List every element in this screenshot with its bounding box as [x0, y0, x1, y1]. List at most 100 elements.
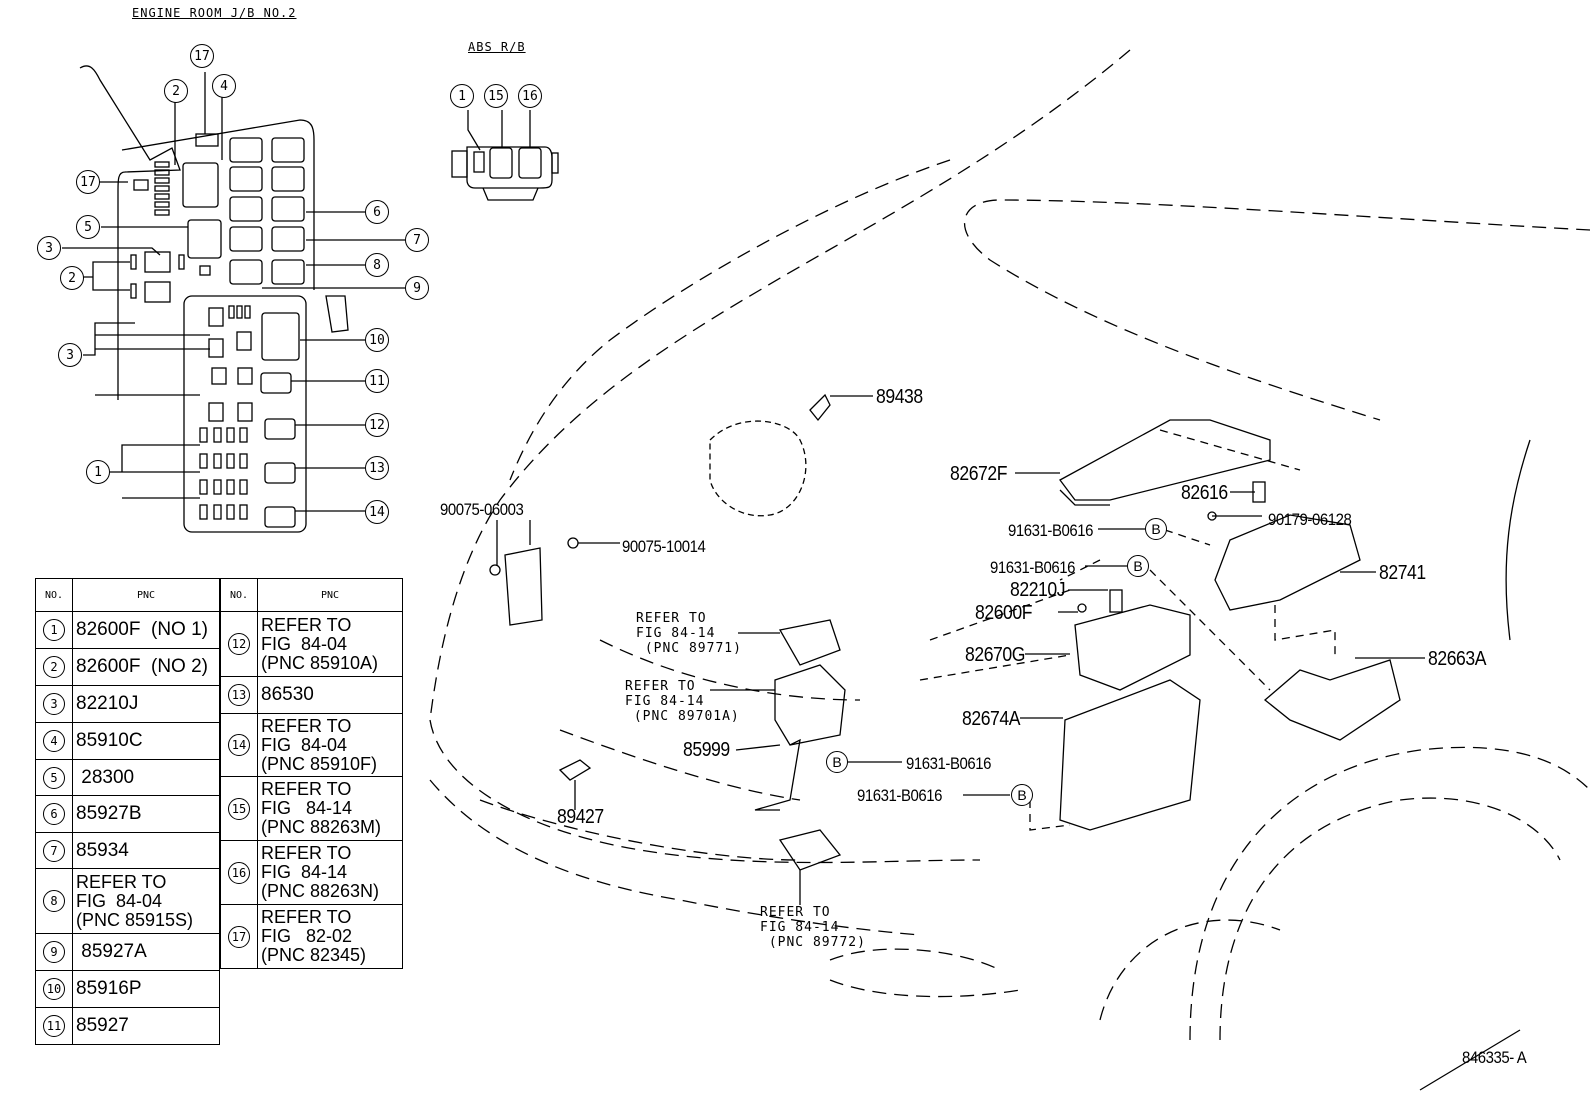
- callout-9[interactable]: 9: [405, 276, 429, 300]
- callout-10[interactable]: 10: [365, 328, 389, 352]
- callout-3-mid[interactable]: 3: [58, 343, 82, 367]
- pnc-cell[interactable]: REFER TO FIG 84-04 (PNC 85910A): [257, 611, 403, 677]
- pnc-value: REFER TO FIG 84-14 (PNC 88263M): [261, 779, 382, 837]
- part-label-91631-b0616-d[interactable]: 91631-B0616: [857, 786, 943, 805]
- callout-6[interactable]: 6: [365, 200, 389, 224]
- table-row: 11 85927: [35, 1007, 220, 1045]
- row-number-callout: 15: [228, 797, 250, 820]
- part-label-89438[interactable]: 89438: [876, 386, 923, 408]
- part-label-90075-06003[interactable]: 90075-06003: [440, 500, 524, 519]
- part-label-82600F[interactable]: 82600F: [975, 602, 1033, 624]
- pnc-cell[interactable]: 82210J: [72, 685, 220, 723]
- callout-1[interactable]: 1: [86, 460, 110, 484]
- callout-14[interactable]: 14: [365, 500, 389, 524]
- bolt-marker-b: B: [1011, 784, 1033, 806]
- pnc-cell[interactable]: REFER TO FIG 84-04 (PNC 85915S): [72, 868, 220, 934]
- part-label-85999[interactable]: 85999: [683, 739, 730, 761]
- row-number-callout: 6: [43, 803, 65, 825]
- callout-11[interactable]: 11: [365, 369, 389, 393]
- row-number-callout: 2: [43, 656, 65, 678]
- small-fuses: [130, 161, 251, 520]
- pnc-cell[interactable]: 85916P: [72, 970, 220, 1008]
- row-number-callout: 5: [43, 766, 65, 789]
- callout-2-left[interactable]: 2: [60, 266, 84, 290]
- row-number-cell: 11: [35, 1007, 73, 1045]
- row-number-cell: 15: [220, 776, 258, 841]
- callout-8[interactable]: 8: [365, 253, 389, 277]
- abs-callout-15[interactable]: 15: [484, 84, 508, 108]
- pnc-cell[interactable]: 85934: [72, 832, 220, 869]
- pnc-cell[interactable]: 86530: [257, 676, 403, 714]
- table-row: 9 85927A: [35, 933, 220, 971]
- column-header-no: NO.: [35, 578, 73, 612]
- pnc-value: 82600F (NO 2): [76, 656, 208, 677]
- row-number-cell: 12: [220, 611, 258, 677]
- refer-label-89771[interactable]: REFER TO FIG 84-14 (PNC 89771): [636, 611, 742, 656]
- callout-7[interactable]: 7: [405, 228, 429, 252]
- row-number-cell: 8: [35, 868, 73, 934]
- part-label-82674A[interactable]: 82674A: [962, 708, 1021, 730]
- pnc-cell[interactable]: 82600F (NO 1): [72, 611, 220, 649]
- pnc-cell[interactable]: REFER TO FIG 82-02 (PNC 82345): [257, 904, 403, 969]
- components-drawing: [489, 393, 1401, 871]
- callout-5[interactable]: 5: [76, 215, 100, 239]
- part-label-82670G[interactable]: 82670G: [965, 644, 1025, 666]
- bolt-marker-b: B: [1145, 518, 1167, 540]
- refer-label-89701a[interactable]: REFER TO FIG 84-14 (PNC 89701A): [625, 679, 740, 724]
- row-number-callout: 4: [43, 730, 65, 752]
- part-label-82741[interactable]: 82741: [1379, 562, 1426, 584]
- row-number-callout: 3: [43, 693, 65, 715]
- callout-4[interactable]: 4: [212, 74, 236, 98]
- pnc-cell[interactable]: 28300: [72, 759, 220, 796]
- pnc-cell[interactable]: 85910C: [72, 722, 220, 760]
- part-label-82210J[interactable]: 82210J: [1010, 579, 1066, 601]
- pnc-cell[interactable]: REFER TO FIG 84-14 (PNC 88263M): [257, 776, 403, 841]
- abs-relay-block-drawing: [451, 110, 559, 201]
- row-number-cell: 3: [35, 685, 73, 723]
- table-row: 3 82210J: [35, 685, 220, 723]
- pnc-cell[interactable]: 85927B: [72, 795, 220, 833]
- column-header-no: NO.: [220, 578, 258, 612]
- part-label-91631-b0616-b[interactable]: 91631-B0616: [990, 558, 1076, 577]
- row-number-callout: 11: [43, 1015, 65, 1037]
- callout-2-top[interactable]: 2: [164, 79, 188, 103]
- part-label-90075-10014[interactable]: 90075-10014: [622, 537, 706, 556]
- part-label-91631-b0616-c[interactable]: 91631-B0616: [906, 754, 992, 773]
- pnc-cell[interactable]: 85927: [72, 1007, 220, 1045]
- row-number-cell: 9: [35, 933, 73, 971]
- abs-callout-1[interactable]: 1: [450, 84, 474, 108]
- row-number-callout: 16: [228, 861, 250, 884]
- row-number-callout: 7: [43, 839, 65, 862]
- pnc-value: 82600F (NO 1): [76, 619, 208, 640]
- pnc-cell[interactable]: 82600F (NO 2): [72, 648, 220, 686]
- callout-17-top[interactable]: 17: [190, 44, 214, 68]
- table-row: 5 28300: [35, 759, 220, 796]
- refer-label-89772[interactable]: REFER TO FIG 84-14 (PNC 89772): [760, 905, 866, 950]
- part-label-91631-b0616-a[interactable]: 91631-B0616: [1008, 521, 1094, 540]
- row-number-callout: 9: [43, 941, 65, 963]
- part-label-90179-06128[interactable]: 90179-06128: [1268, 510, 1352, 529]
- row-number-cell: 14: [220, 713, 258, 777]
- abs-callout-16[interactable]: 16: [518, 84, 542, 108]
- row-number-callout: 14: [228, 734, 250, 756]
- part-label-89427[interactable]: 89427: [557, 806, 604, 828]
- callout-17-left[interactable]: 17: [76, 170, 100, 194]
- pnc-cell[interactable]: 85927A: [72, 933, 220, 971]
- part-label-82672F[interactable]: 82672F: [950, 463, 1008, 485]
- pnc-cell[interactable]: REFER TO FIG 84-04 (PNC 85910F): [257, 713, 403, 777]
- table-row: 6 85927B: [35, 795, 220, 833]
- callout-3-top[interactable]: 3: [37, 236, 61, 260]
- part-label-82663A[interactable]: 82663A: [1428, 648, 1487, 670]
- pnc-cell[interactable]: REFER TO FIG 84-14 (PNC 88263N): [257, 840, 403, 905]
- callout-13[interactable]: 13: [365, 456, 389, 480]
- fuse-grid: [133, 133, 305, 528]
- bolt-marker-b: B: [1127, 555, 1149, 577]
- row-number-callout: 13: [228, 684, 250, 706]
- callout-12[interactable]: 12: [365, 413, 389, 437]
- part-label-82616[interactable]: 82616: [1181, 482, 1228, 504]
- bolt-marker-b: B: [826, 751, 848, 773]
